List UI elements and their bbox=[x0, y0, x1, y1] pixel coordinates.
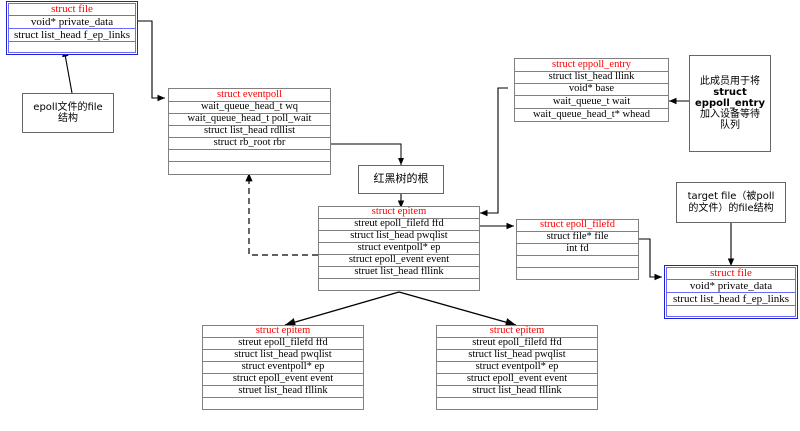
note-line: target file（被poll bbox=[687, 191, 775, 203]
note-eppoll-entry: 此成员用于将 struct eppoll_entry 加入设备等待 队列 bbox=[689, 55, 771, 152]
struct-field: wait_queue_head_t poll_wait bbox=[168, 113, 331, 126]
struct-field bbox=[318, 278, 480, 291]
struct-box-eppoll-entry: struct eppoll_entry struct list_head lli… bbox=[514, 58, 669, 122]
note-line: 的文件）的file结构 bbox=[688, 202, 774, 214]
link-rbr-to-rbtree-note bbox=[331, 143, 404, 165]
struct-field: void* private_data bbox=[666, 279, 796, 293]
struct-field: struct list_head f_ep_links bbox=[8, 28, 136, 42]
struct-field bbox=[436, 397, 598, 410]
note-line: 红黑树的根 bbox=[373, 172, 429, 186]
struct-field bbox=[516, 267, 639, 280]
note-line: 加入设备等待 bbox=[700, 109, 760, 121]
struct-box-epitem-root: struct epitem streut epoll_filefd ffd st… bbox=[318, 206, 480, 291]
struct-field: void* private_data bbox=[8, 15, 136, 29]
struct-box-epoll-file: struct file void* private_data struct li… bbox=[6, 1, 138, 55]
note-line: epoll文件的file bbox=[33, 101, 103, 113]
struct-field bbox=[8, 41, 136, 53]
note-line: 此成员用于将 bbox=[700, 75, 760, 87]
link-epitem-to-right-child bbox=[398, 291, 517, 327]
link-epitem-ep-to-eventpoll-dashed bbox=[245, 173, 318, 256]
note-rbtree-root: 红黑树的根 bbox=[358, 165, 444, 194]
link-filefd-file-to-target-file bbox=[639, 238, 662, 281]
struct-box-epoll-filefd: struct epoll_filefd struct file* file in… bbox=[516, 219, 639, 280]
struct-field: wait_queue_t wait bbox=[514, 95, 669, 109]
struct-field bbox=[168, 161, 331, 175]
struct-title: struct eventpoll bbox=[168, 88, 331, 102]
struct-field: struct list_head f_ep_links bbox=[666, 292, 796, 306]
note-line: 队列 bbox=[720, 120, 740, 132]
link-note-to-epoll-file bbox=[62, 48, 73, 94]
note-line: struct bbox=[713, 86, 747, 98]
struct-field bbox=[666, 305, 796, 317]
note-line: 结构 bbox=[58, 113, 78, 124]
struct-box-epitem-right: struct epitem streut epoll_filefd ffd st… bbox=[436, 325, 598, 410]
struct-box-target-file: struct file void* private_data struct li… bbox=[664, 265, 798, 319]
struct-box-epitem-left: struct epitem streut epoll_filefd ffd st… bbox=[202, 325, 364, 410]
note-target-file: target file（被poll 的文件）的file结构 bbox=[676, 182, 786, 223]
link-eppoll-base-to-epitem bbox=[480, 87, 508, 217]
struct-field: wait_queue_head_t* whead bbox=[514, 108, 669, 122]
struct-field bbox=[202, 397, 364, 410]
note-epoll-file: epoll文件的file 结构 bbox=[22, 93, 114, 133]
link-epitem-to-left-child bbox=[284, 291, 400, 327]
struct-box-eventpoll: struct eventpoll wait_queue_head_t wq wa… bbox=[168, 88, 331, 175]
struct-title: struct eppoll_entry bbox=[514, 58, 669, 72]
note-line: eppoll_entry bbox=[695, 97, 765, 109]
link-file-private-data-to-eventpoll bbox=[138, 20, 165, 102]
